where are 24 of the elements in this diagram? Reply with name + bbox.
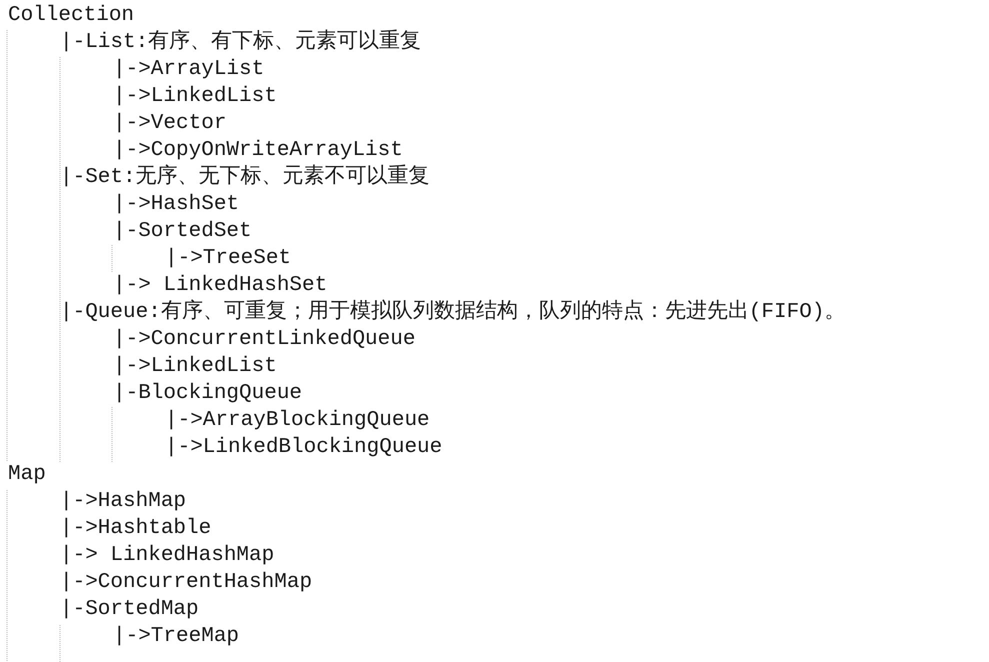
code-line: |-BlockingQueue	[113, 382, 302, 406]
code-line: |->ConcurrentHashMap	[60, 571, 312, 595]
code-line: |->TreeMap	[113, 625, 240, 649]
code-line: |->CopyOnWriteArrayList	[113, 139, 403, 163]
code-line: |-SortedMap	[60, 598, 199, 622]
code-line: |-> LinkedHashSet	[113, 274, 328, 298]
code-line: |->LinkedList	[113, 355, 277, 379]
code-line: |-Set:无序、无下标、元素不可以重复	[60, 166, 430, 190]
root-label: Map	[8, 463, 46, 487]
code-line: |->LinkedList	[113, 85, 277, 109]
code-line: |->ArrayBlockingQueue	[165, 409, 430, 433]
code-line: |->Hashtable	[60, 517, 212, 541]
code-line: |-List:有序、有下标、元素可以重复	[60, 31, 422, 55]
code-line: |-> LinkedHashMap	[60, 544, 274, 568]
root-label: Collection	[8, 4, 134, 28]
code-line: |->ArrayList	[113, 58, 264, 82]
code-line: |->LinkedBlockingQueue	[165, 436, 442, 460]
code-line: |-Queue:有序、可重复；用于模拟队列数据结构，队列的特点：先进先出(FIFO)。	[60, 301, 846, 325]
code-line: |->HashSet	[113, 193, 240, 217]
code-line: |->ConcurrentLinkedQueue	[113, 328, 416, 352]
code-line: |->TreeSet	[165, 247, 292, 271]
code-line: |->HashMap	[60, 490, 186, 514]
code-line: |-SortedSet	[113, 220, 252, 244]
code-line: |->Vector	[113, 112, 226, 136]
